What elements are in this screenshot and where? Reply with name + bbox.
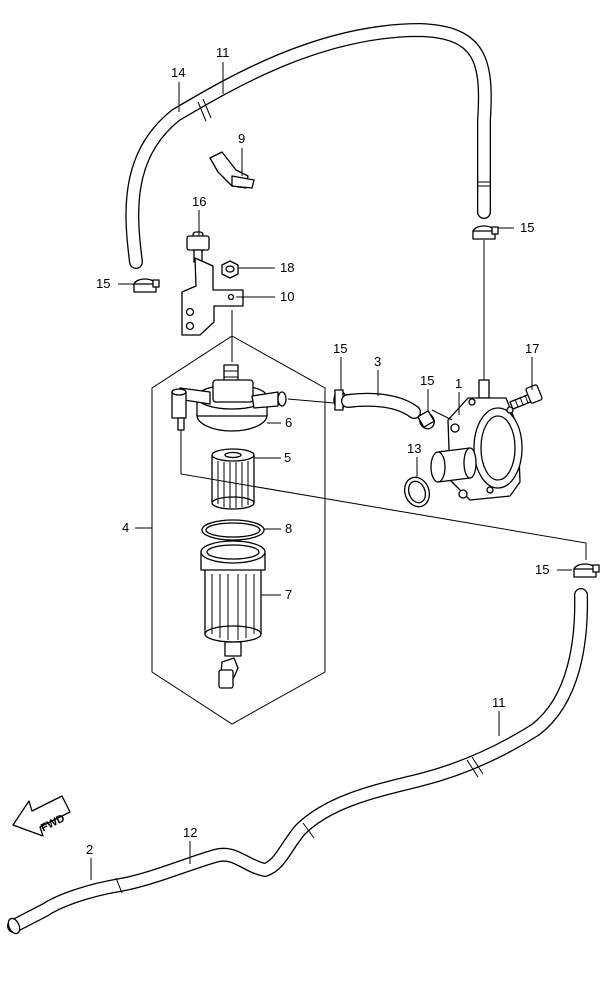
o-ring-13: [403, 476, 431, 508]
label-part-14: 14: [171, 65, 185, 80]
label-part-17: 17: [525, 341, 539, 356]
hose-clip: [209, 151, 255, 189]
filter-element: [211, 448, 255, 510]
label-part-18: 18: [280, 260, 294, 275]
label-part-11-bottom: 11: [492, 695, 506, 710]
upper-fuel-hose: [125, 23, 492, 269]
filter-assembly-group-outline: [151, 335, 326, 725]
nut: [221, 260, 239, 279]
label-part-7: 7: [285, 587, 292, 602]
part-labels: 11 14 9 16 15 18 15 10 15 17 3 15 1 6 13…: [86, 45, 549, 857]
label-part-6: 6: [285, 415, 292, 430]
label-part-2: 2: [86, 842, 93, 857]
filter-bracket: [181, 257, 244, 336]
o-ring-8: [201, 519, 265, 541]
lower-fuel-hose: [7, 588, 589, 935]
label-part-1: 1: [455, 376, 462, 391]
filter-bowl: [200, 540, 266, 689]
bolt: [509, 384, 543, 410]
label-part-15-lower-right: 15: [535, 562, 549, 577]
hose-clamp-lower-right: [573, 563, 600, 578]
label-part-8: 8: [285, 521, 292, 536]
label-part-5: 5: [284, 450, 291, 465]
filter-head: [171, 364, 287, 432]
hose-clamp-pump: [417, 410, 435, 430]
fuel-pump: [430, 379, 523, 501]
label-part-13: 13: [407, 441, 421, 456]
label-part-15-top-right: 15: [520, 220, 534, 235]
label-part-9: 9: [238, 131, 245, 146]
short-hose: [341, 392, 421, 419]
leader-lines: [90, 62, 572, 880]
label-part-12: 12: [183, 825, 197, 840]
label-part-3: 3: [374, 354, 381, 369]
hose-fitting: [186, 231, 210, 263]
label-part-4: 4: [122, 520, 129, 535]
label-part-11-top: 11: [216, 45, 230, 60]
label-part-10: 10: [280, 289, 294, 304]
label-part-15-left: 15: [96, 276, 110, 291]
hose-clamp-top-right: [472, 225, 499, 240]
fwd-arrow: FWD: [12, 795, 71, 837]
label-part-16: 16: [192, 194, 206, 209]
connection-lines: [180, 240, 587, 560]
label-part-15-mid: 15: [333, 341, 347, 356]
hose-clamp-left: [133, 278, 160, 293]
label-part-15-pump: 15: [420, 373, 434, 388]
